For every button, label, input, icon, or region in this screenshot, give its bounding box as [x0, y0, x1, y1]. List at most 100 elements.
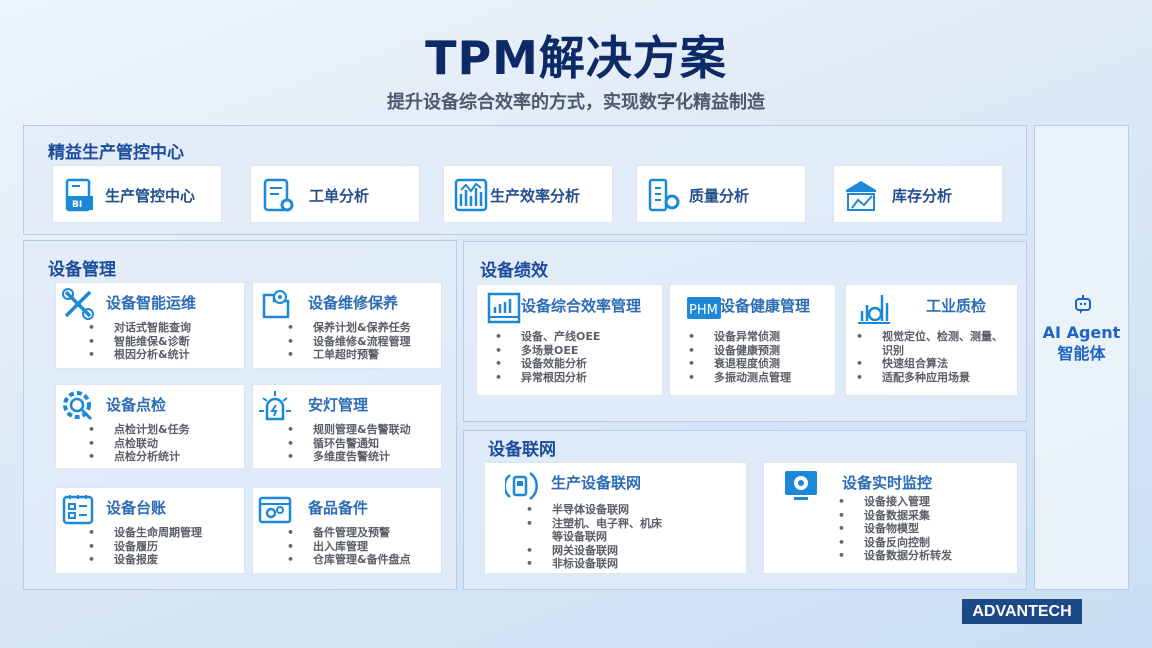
feature-card[interactable]: 设备综合效率管理设备、产线OEE多场景OEE设备效能分析异常根因分析	[476, 284, 663, 396]
robot-icon	[1075, 295, 1091, 314]
list-item: 设备异常侦测	[688, 330, 834, 344]
quality-gear-icon	[648, 178, 680, 212]
card-title: 质量分析	[689, 187, 750, 205]
feature-list: 视觉定位、检测、测量、识别快速组合算法适配多种应用场景	[856, 330, 1008, 385]
list-item: 设备报废	[88, 553, 254, 567]
maintenance-icon	[262, 290, 290, 319]
list-item: 设备效能分析	[495, 357, 641, 371]
feature-card[interactable]: 安灯管理规则管理&告警联动循环告警通知多维度告警统计	[252, 384, 442, 469]
feature-list: 设备生命周期管理设备履历设备报废	[88, 526, 254, 567]
equipment-net-heading: 设备联网	[488, 440, 556, 460]
spare-parts-box-icon	[258, 496, 292, 524]
bar-chart-icon	[454, 178, 488, 212]
feature-card[interactable]: 设备智能运维对话式智能查询智能维保&诊断根因分析&统计	[55, 282, 245, 369]
feature-card[interactable]: 设备点检点检计划&任务点检联动点检分析统计	[55, 384, 245, 469]
card-title: 工单分析	[309, 187, 370, 205]
card-title: 设备智能运维	[106, 294, 197, 312]
wrench-screwdriver-icon	[62, 288, 94, 320]
quality-inspection-icon	[858, 295, 890, 324]
list-item: 设备反向控制	[838, 536, 984, 550]
feature-list: 规则管理&告警联动循环告警通知多维度告警统计	[287, 423, 453, 464]
list-item: 点检计划&任务	[88, 423, 254, 437]
list-item: 设备、产线OEE	[495, 330, 641, 344]
ai-agent-label: AI Agent	[1042, 323, 1121, 342]
list-item: 根因分析&统计	[88, 348, 254, 362]
list-item: 仓库管理&备件盘点	[287, 553, 453, 567]
svg-text:PHM: PHM	[689, 303, 718, 318]
list-item: 网关设备联网	[526, 544, 672, 558]
monitor-camera-icon	[785, 471, 817, 500]
list-item: 多振动测点管理	[688, 371, 834, 385]
feature-list: 点检计划&任务点检联动点检分析统计	[88, 423, 254, 464]
feature-card[interactable]: 设备实时监控设备接入管理设备数据采集设备物模型设备反向控制设备数据分析转发	[763, 462, 1018, 574]
list-item: 适配多种应用场景	[856, 371, 1008, 385]
list-item: 设备履历	[88, 540, 254, 554]
feature-card[interactable]: 生产效率分析	[443, 165, 613, 223]
card-title: 设备综合效率管理	[521, 297, 642, 315]
feature-list: 备件管理及预警出入库管理仓库管理&备件盘点	[287, 526, 453, 567]
feature-card[interactable]: 备品备件备件管理及预警出入库管理仓库管理&备件盘点	[252, 487, 442, 574]
feature-card[interactable]: 生产设备联网半导体设备联网注塑机、电子秤、机床等设备联网网关设备联网非标设备联网	[484, 462, 747, 574]
list-item: 设备数据采集	[838, 509, 984, 523]
list-item: 备件管理及预警	[287, 526, 453, 540]
list-item: 非标设备联网	[526, 557, 672, 571]
list-item: 半导体设备联网	[526, 503, 672, 517]
list-item: 视觉定位、检测、测量、识别	[856, 330, 1008, 357]
device-signal-icon	[503, 471, 538, 501]
feature-card[interactable]: 工业质检视觉定位、检测、测量、识别快速组合算法适配多种应用场景	[845, 284, 1018, 396]
list-item: 异常根因分析	[495, 371, 641, 385]
warehouse-icon	[846, 181, 876, 211]
feature-card[interactable]: 工单分析	[250, 165, 420, 223]
card-title: 备品备件	[308, 499, 369, 517]
feature-card[interactable]: PHM设备健康管理设备异常侦测设备健康预测衰退程度侦测多振动测点管理	[669, 284, 836, 396]
list-item: 多维度告警统计	[287, 450, 453, 464]
feature-list: 设备接入管理设备数据采集设备物模型设备反向控制设备数据分析转发	[838, 495, 984, 563]
phm-icon: PHM	[687, 297, 721, 319]
feature-card[interactable]: 设备维修保养保养计划&保养任务设备维修&流程管理工单超时预警	[252, 282, 442, 369]
card-title: 设备点检	[106, 396, 167, 414]
card-title: 安灯管理	[308, 396, 369, 414]
work-order-gear-icon	[263, 178, 294, 212]
list-item: 保养计划&保养任务	[287, 321, 453, 335]
equipment-perf-heading: 设备绩效	[480, 261, 548, 281]
card-title: 生产效率分析	[490, 187, 581, 205]
list-item: 工单超时预警	[287, 348, 453, 362]
list-item: 设备生命周期管理	[88, 526, 254, 540]
list-item: 出入库管理	[287, 540, 453, 554]
list-item: 循环告警通知	[287, 437, 453, 451]
advantech-logo: ADVANTECH	[962, 599, 1082, 624]
list-item: 多场景OEE	[495, 344, 641, 358]
feature-card[interactable]: 设备台账设备生命周期管理设备履历设备报废	[55, 487, 245, 574]
list-item: 注塑机、电子秤、机床等设备联网	[526, 517, 672, 544]
list-item: 快速组合算法	[856, 357, 1008, 371]
ai-agent-label-cn: 智能体	[1057, 344, 1106, 363]
list-item: 设备健康预测	[688, 344, 834, 358]
card-title: 设备健康管理	[720, 297, 811, 315]
card-title: 工业质检	[926, 297, 987, 315]
equipment-mgmt-heading: 设备管理	[48, 260, 116, 280]
list-item: 设备物模型	[838, 522, 984, 536]
list-item: 设备数据分析转发	[838, 549, 984, 563]
ledger-icon	[62, 495, 94, 525]
list-item: 规则管理&告警联动	[287, 423, 453, 437]
ai-agent-panel[interactable]: AI Agent 智能体	[1034, 125, 1129, 590]
list-item: 设备接入管理	[838, 495, 984, 509]
lean-center-heading: 精益生产管控中心	[48, 143, 184, 163]
list-item: 对话式智能查询	[88, 321, 254, 335]
feature-list: 设备、产线OEE多场景OEE设备效能分析异常根因分析	[495, 330, 641, 385]
card-title: 生产设备联网	[551, 474, 642, 492]
card-title: 设备台账	[106, 499, 167, 517]
list-item: 设备维修&流程管理	[287, 335, 453, 349]
feature-list: 半导体设备联网注塑机、电子秤、机床等设备联网网关设备联网非标设备联网	[526, 503, 672, 571]
list-item: 智能维保&诊断	[88, 335, 254, 349]
card-title: 库存分析	[892, 187, 953, 205]
feature-list: 对话式智能查询智能维保&诊断根因分析&统计	[88, 321, 254, 362]
oee-chart-icon	[487, 292, 521, 324]
feature-list: 保养计划&保养任务设备维修&流程管理工单超时预警	[287, 321, 453, 362]
list-item: 点检联动	[88, 437, 254, 451]
feature-card[interactable]: 质量分析	[636, 165, 806, 223]
feature-card[interactable]: 库存分析	[833, 165, 1003, 223]
feature-list: 设备异常侦测设备健康预测衰退程度侦测多振动测点管理	[688, 330, 834, 385]
page-subtitle: 提升设备综合效率的方式，实现数字化精益制造	[387, 92, 765, 113]
